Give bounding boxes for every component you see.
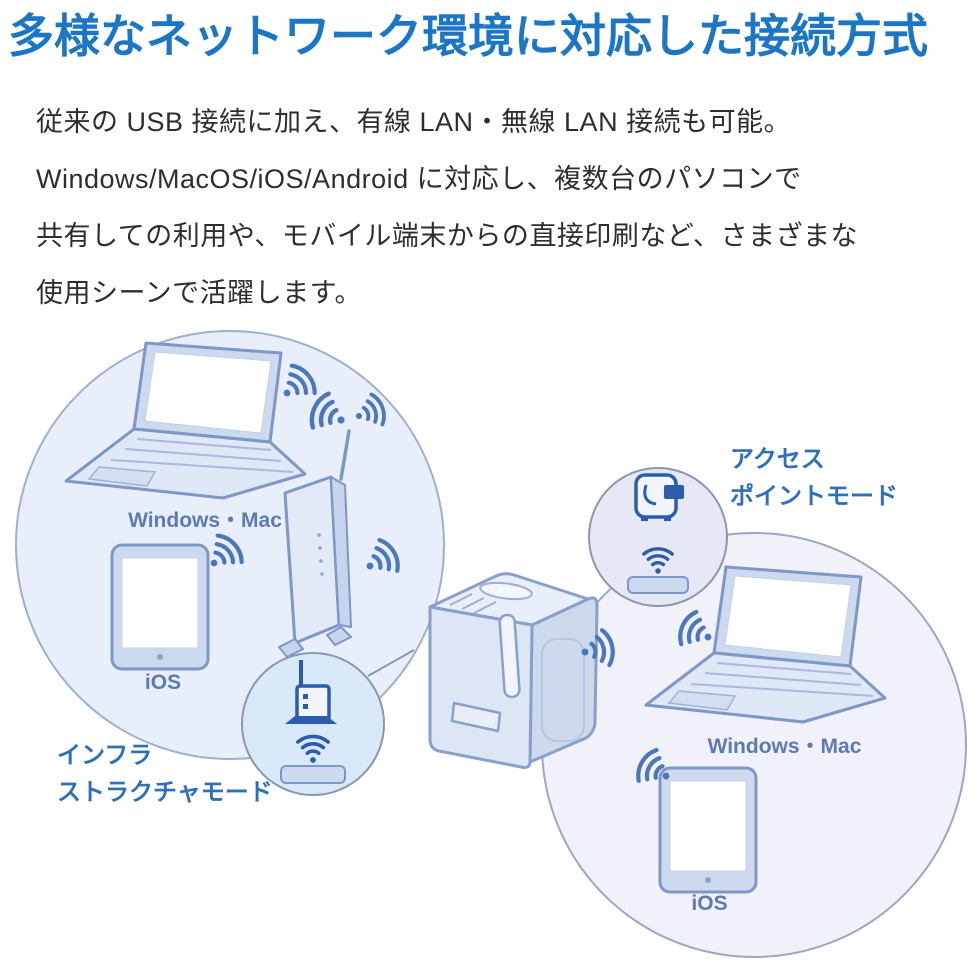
- infrastructure-mode-label-line2: ストラクチャモード: [57, 779, 273, 806]
- infrastructure-mode-label: インフラ ストラクチャモード: [57, 737, 273, 811]
- intro-line-3: 共有しての利用や、モバイル端末からの直接印刷など、さまざまな: [36, 221, 859, 251]
- access-point-badge: [588, 467, 728, 607]
- intro-line-4: 使用シーンで活躍します。: [36, 278, 362, 308]
- infrastructure-badge: [241, 652, 385, 796]
- right-computer-label: Windows・Mac: [707, 735, 862, 758]
- diagram-canvas: [15, 330, 967, 958]
- infrastructure-mode-label-line1: インフラ: [57, 742, 153, 769]
- intro-paragraph: 従来の USB 接続に加え、有線 LAN・無線 LAN 接続も可能。 Windo…: [36, 94, 966, 322]
- access-point-mode-label-line1: アクセス: [730, 446, 825, 473]
- base-station-bar: [280, 765, 346, 784]
- network-diagram: インフラ ストラクチャモード アクセス ポイントモード Windows・Mac …: [0, 320, 980, 980]
- label-printer-illustration: [428, 572, 599, 769]
- tablet-icon: [658, 766, 758, 894]
- left-tablet-label: iOS: [144, 671, 182, 694]
- access-point-mode-label: アクセス ポイントモード: [730, 441, 898, 515]
- wireless-router-icon: [278, 429, 352, 658]
- intro-line-1: 従来の USB 接続に加え、有線 LAN・無線 LAN 接続も可能。: [36, 107, 792, 137]
- printer-access-point-icon: [627, 473, 689, 594]
- page-title: 多様なネットワーク環境に対応した接続方式: [8, 10, 928, 62]
- intro-line-2: Windows/MacOS/iOS/Android に対応し、複数台のパソコンで: [36, 164, 802, 194]
- base-station-bar: [627, 576, 689, 594]
- router-antenna-icon: [280, 660, 346, 784]
- right-tablet-label: iOS: [691, 892, 728, 915]
- access-point-badge-circle: [588, 467, 728, 607]
- tablet-icon: [110, 543, 210, 671]
- access-point-mode-label-line2: ポイントモード: [730, 483, 898, 510]
- left-computer-label: Windows・Mac: [128, 509, 282, 532]
- connector-line: [367, 649, 415, 677]
